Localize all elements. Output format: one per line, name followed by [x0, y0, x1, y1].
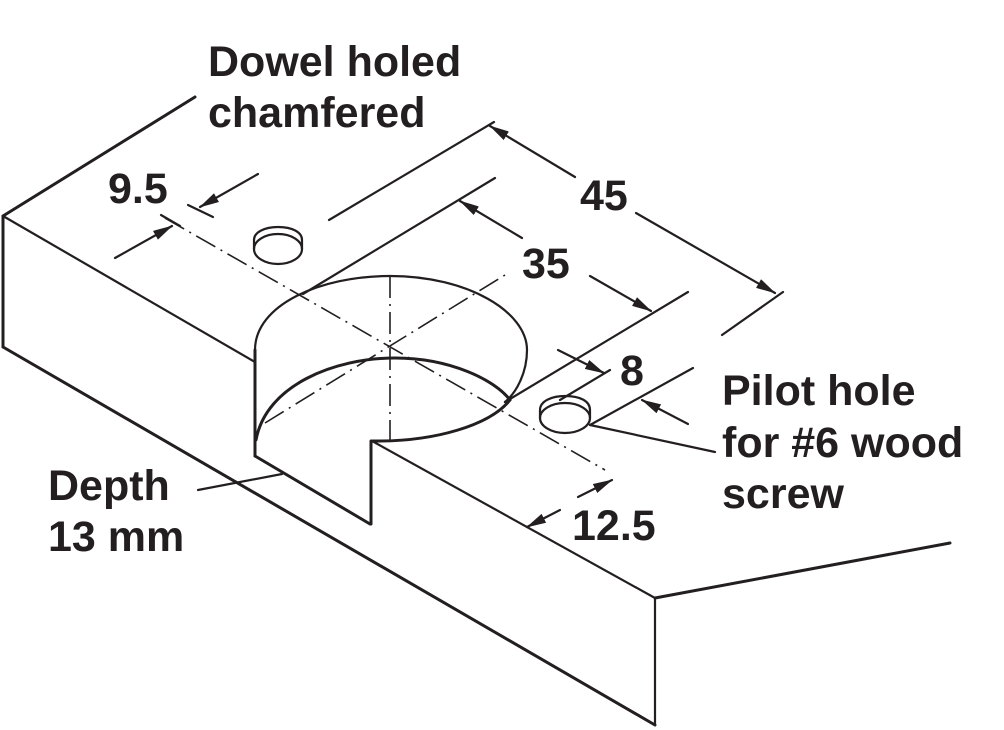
- center-line-main: [164, 217, 606, 471]
- cup-rim: [253, 274, 529, 404]
- dowel-hole-top: [252, 225, 304, 251]
- arrow-45-right: [634, 211, 777, 295]
- center-lines: [164, 217, 606, 471]
- arrow-12-5-bottom: [525, 508, 562, 529]
- board-front-top-edge-right: [370, 439, 657, 600]
- depth-label-line2: 13 mm: [48, 513, 184, 561]
- dowel-label-line1: Dowel holed: [208, 38, 461, 86]
- dimension-arrows: [113, 124, 777, 529]
- board-outline: [1, 95, 952, 727]
- dim-8-label: 8: [620, 347, 644, 395]
- pilot-hole-bottom: [538, 401, 592, 435]
- pilot-leader: [588, 423, 717, 454]
- dowel-label-line2: chamfered: [208, 89, 425, 137]
- arrow-12-5-top: [576, 478, 614, 499]
- extension-lines: [159, 120, 785, 427]
- center-line-cross: [264, 274, 506, 424]
- dim-12-5-label: 12.5: [572, 502, 656, 550]
- dim-45-label: 45: [580, 172, 628, 220]
- arrow-35-right: [588, 274, 653, 313]
- dim-9-5-label: 9.5: [108, 165, 168, 213]
- depth-label-line1: Depth: [48, 462, 170, 510]
- board-back-edge: [1, 95, 197, 218]
- pilot-label-line2: for #6 wood: [722, 419, 963, 467]
- board-front-top-edge: [1, 214, 257, 364]
- dowel-hole: [252, 225, 304, 266]
- dim-35-label: 35: [522, 240, 570, 288]
- cup-hole: [253, 274, 529, 526]
- pilot-label-line3: screw: [722, 470, 844, 518]
- arrow-8-bottom: [640, 398, 690, 426]
- arrow-45-left: [488, 124, 577, 179]
- arrow-8-top: [556, 348, 606, 375]
- board-right-edge: [653, 541, 952, 600]
- depth-leader: [196, 472, 284, 492]
- arrow-9-5-top: [198, 172, 260, 209]
- pilot-hole: [538, 394, 592, 435]
- cup-cut-bottom: [253, 454, 372, 526]
- arrow-9-5-bottom: [113, 224, 174, 260]
- arrow-35-left: [458, 199, 524, 240]
- board-bottom-edge: [1, 345, 657, 727]
- dowel-hole-bottom: [252, 232, 304, 266]
- cup-bottom: [254, 356, 512, 443]
- pilot-label-line1: Pilot hole: [722, 367, 916, 415]
